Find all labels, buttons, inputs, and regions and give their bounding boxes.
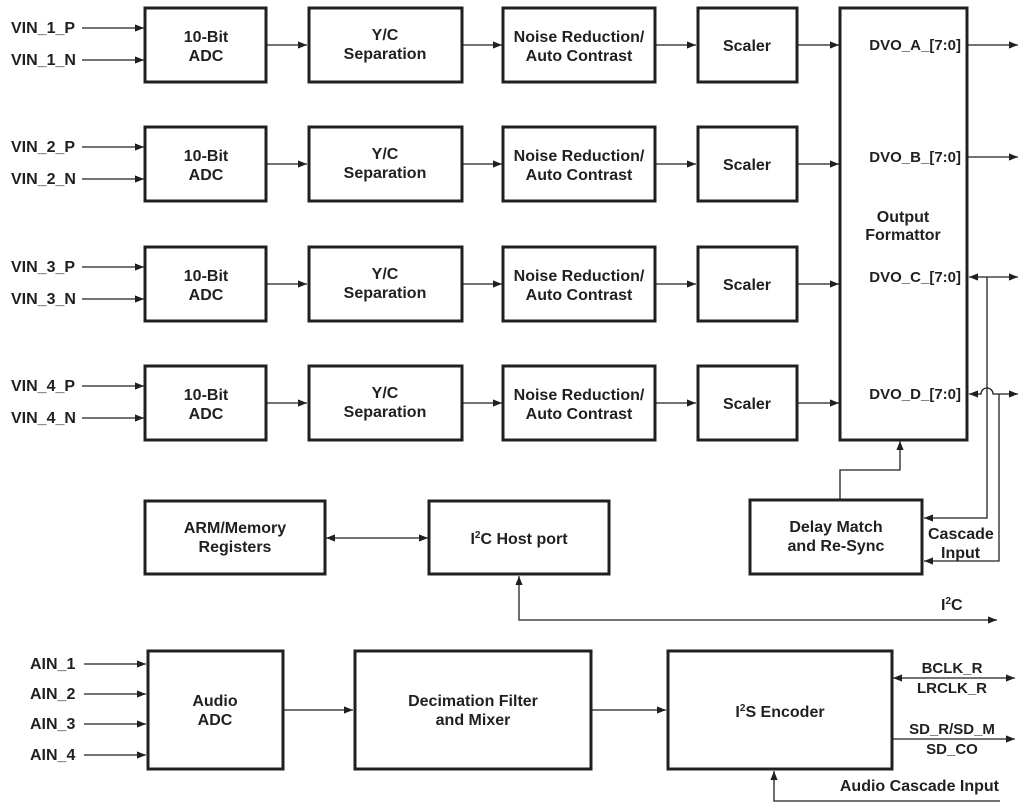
ain-1-label: AIN_1 [30, 656, 75, 673]
video-channel-2: VIN_2_P VIN_2_N 10-Bit ADC Y/C Separatio… [11, 125, 839, 203]
nr-label-line2: Auto Contrast [526, 287, 633, 304]
video-channel-4: VIN_4_P VIN_4_N 10-Bit ADC Y/C Separatio… [11, 364, 839, 442]
adc-label-line1: 10-Bit [184, 148, 229, 165]
bclk-label: BCLK_R [922, 660, 983, 677]
yc-label-line2: Separation [344, 46, 427, 63]
scaler-label: Scaler [723, 396, 771, 413]
i2c-host-port-block [427, 499, 611, 576]
yc-separation-block [307, 125, 464, 203]
video-channel-1: VIN_1_P VIN_1_N 10-Bit ADC Y/C Separatio… [11, 6, 839, 84]
lrclk-label: LRCLK_R [917, 680, 987, 697]
scaler-block [696, 364, 799, 442]
decimation-label-line1: Decimation Filter [408, 693, 538, 710]
i2c-host-port-label: I2C Host port [470, 530, 568, 548]
nr-label-line1: Noise Reduction/ [514, 387, 645, 404]
i2s-encoder-block [666, 649, 894, 771]
yc-separation-block [307, 245, 464, 323]
scaler-block [696, 245, 799, 323]
formatter-label-line1: Output [877, 209, 930, 226]
scaler-block [696, 6, 799, 84]
dvo-a-label: DVO_A_[7:0] [869, 37, 961, 54]
dvo-c-label: DVO_C_[7:0] [869, 269, 961, 286]
delay-match-block [748, 498, 924, 576]
noise-reduction-block [501, 6, 657, 84]
output-formattor-block [838, 6, 969, 442]
adc-label-line1: 10-Bit [184, 29, 229, 46]
adc-label-line2: ADC [189, 48, 224, 65]
noise-reduction-block [501, 125, 657, 203]
arm-label-line2: Registers [199, 539, 272, 556]
adc-label-line1: 10-Bit [184, 387, 229, 404]
delay-label-line1: Delay Match [789, 519, 882, 536]
adc-label-line1: 10-Bit [184, 268, 229, 285]
dvo-b-label: DVO_B_[7:0] [869, 149, 961, 166]
audio-adc-block [146, 649, 285, 771]
adc-label-line2: ADC [189, 167, 224, 184]
adc-block [143, 364, 268, 442]
adc-label-line2: ADC [189, 406, 224, 423]
yc-label-line1: Y/C [372, 27, 399, 44]
ain-4-label: AIN_4 [30, 747, 75, 764]
noise-reduction-block [501, 245, 657, 323]
vin-2-p-label: VIN_2_P [11, 139, 75, 156]
i2s-encoder-label: I2S Encoder [735, 703, 824, 721]
yc-label-line1: Y/C [372, 146, 399, 163]
arm-memory-block [143, 499, 327, 576]
scaler-label: Scaler [723, 38, 771, 55]
audio-cascade-label: Audio Cascade Input [840, 778, 1000, 795]
yc-label-line1: Y/C [372, 385, 399, 402]
vin-4-p-label: VIN_4_P [11, 378, 75, 395]
nr-label-line2: Auto Contrast [526, 406, 633, 423]
vin-3-n-label: VIN_3_N [11, 291, 76, 308]
video-channel-3: VIN_3_P VIN_3_N 10-Bit ADC Y/C Separatio… [11, 245, 839, 323]
cascade-label-line1: Cascade [928, 526, 994, 543]
i2c-bus-line [515, 576, 997, 624]
sd-r-sd-m-label: SD_R/SD_M [909, 721, 995, 738]
cascade-line-d [924, 394, 1000, 565]
nr-label-line1: Noise Reduction/ [514, 268, 645, 285]
yc-label-line2: Separation [344, 165, 427, 182]
adc-block [143, 245, 268, 323]
cascade-line-c [924, 277, 988, 522]
ain-3-label: AIN_3 [30, 716, 75, 733]
sd-co-label: SD_CO [926, 741, 978, 758]
yc-separation-block [307, 364, 464, 442]
scaler-block [696, 125, 799, 203]
adc-label-line2: ADC [189, 287, 224, 304]
nr-label-line2: Auto Contrast [526, 48, 633, 65]
vin-2-n-label: VIN_2_N [11, 171, 76, 188]
i2c-bus-label: I2C [941, 596, 963, 614]
formatter-label-line2: Formattor [865, 227, 941, 244]
cascade-label-line2: Input [941, 545, 981, 562]
vin-1-n-label: VIN_1_N [11, 52, 76, 69]
delay-to-formatter-line [839, 441, 904, 500]
decimation-label-line2: and Mixer [436, 712, 511, 729]
decimation-filter-block [353, 649, 593, 771]
scaler-label: Scaler [723, 157, 771, 174]
delay-label-line2: and Re-Sync [788, 538, 885, 555]
dvo-d-arrow [969, 387, 1018, 398]
yc-label-line2: Separation [344, 285, 427, 302]
nr-label-line1: Noise Reduction/ [514, 148, 645, 165]
yc-label-line1: Y/C [372, 266, 399, 283]
nr-label-line2: Auto Contrast [526, 167, 633, 184]
scaler-label: Scaler [723, 277, 771, 294]
ain-2-label: AIN_2 [30, 686, 75, 703]
yc-separation-block [307, 6, 464, 84]
vin-4-n-label: VIN_4_N [11, 410, 76, 427]
audio-adc-label-line1: Audio [192, 693, 238, 710]
audio-cascade-line [770, 771, 1000, 802]
dvo-d-label: DVO_D_[7:0] [869, 386, 961, 403]
vin-3-p-label: VIN_3_P [11, 259, 75, 276]
yc-label-line2: Separation [344, 404, 427, 421]
vin-1-p-label: VIN_1_P [11, 20, 75, 37]
audio-adc-label-line2: ADC [198, 712, 233, 729]
nr-label-line1: Noise Reduction/ [514, 29, 645, 46]
arm-label-line1: ARM/Memory [184, 520, 286, 537]
